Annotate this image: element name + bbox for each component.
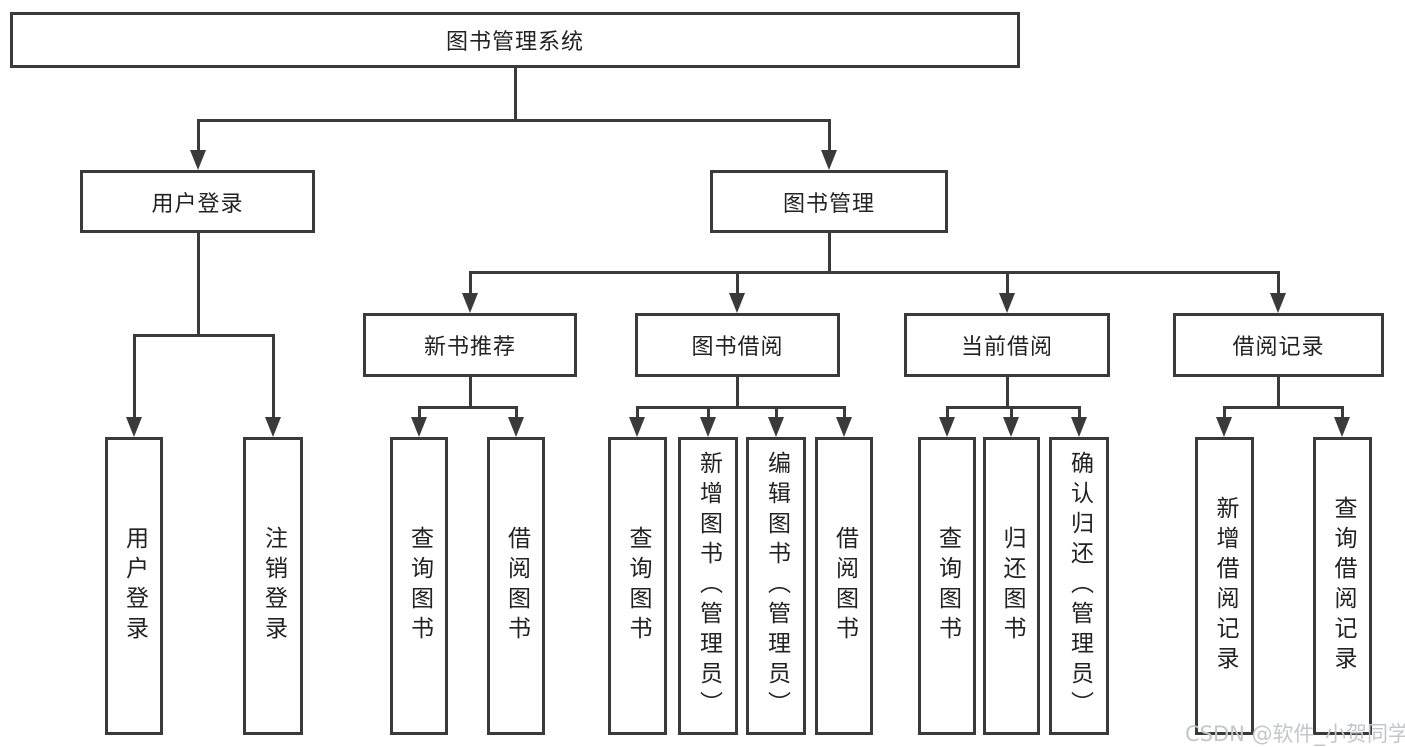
connector-line (636, 406, 639, 421)
leaf-label: 查询图书 (934, 526, 961, 646)
connector-line (1223, 406, 1226, 421)
arrow-down-icon (190, 150, 206, 170)
connector-line (843, 406, 846, 421)
connector-line (197, 233, 200, 335)
leaf-label: 查询图书 (406, 526, 433, 646)
arrow-down-icon (1003, 417, 1019, 437)
leaf-br-add-record: 新增借阅记录 (1195, 437, 1254, 735)
leaf-br-query-record: 查询借阅记录 (1313, 437, 1372, 735)
leaf-bb-borrow-books: 借阅图书 (815, 437, 873, 735)
node-book-borrow: 图书借阅 (635, 313, 840, 377)
arrow-down-icon (1216, 417, 1232, 437)
connector-line (418, 406, 518, 409)
connector-line (828, 119, 831, 152)
arrow-down-icon (768, 417, 784, 437)
leaf-logout: 注销登录 (243, 437, 303, 735)
connector-line (1277, 271, 1280, 295)
leaf-label: 注销登录 (260, 526, 287, 646)
arrow-down-icon (462, 293, 478, 313)
connector-line (1006, 271, 1009, 295)
connector-line (1078, 406, 1081, 421)
connector-line (1010, 406, 1013, 421)
connector-line (515, 406, 518, 421)
connector-line (514, 68, 517, 120)
connector-line (736, 377, 739, 408)
arrow-down-icon (411, 417, 427, 437)
leaf-label: 用户登录 (121, 526, 148, 646)
connector-line (1006, 377, 1009, 408)
arrow-down-icon (1334, 417, 1350, 437)
leaf-cb-confirm-return-admin: 确认归还（管理员） (1049, 437, 1109, 735)
leaf-user-login: 用户登录 (105, 437, 163, 735)
arrow-down-icon (821, 150, 837, 170)
node-library-management-system: 图书管理系统 (10, 12, 1020, 68)
arrow-down-icon (1071, 417, 1087, 437)
leaf-label: 新增图书（管理员） (695, 451, 722, 721)
connector-line (133, 334, 136, 419)
arrow-down-icon (836, 417, 852, 437)
leaf-label: 借阅图书 (831, 526, 858, 646)
arrow-down-icon (1270, 293, 1286, 313)
connector-line (636, 406, 846, 409)
leaf-bb-query-books: 查询图书 (608, 437, 667, 735)
leaf-label: 编辑图书（管理员） (763, 451, 790, 721)
arrow-down-icon (700, 417, 716, 437)
connector-line (707, 406, 710, 421)
arrow-down-icon (939, 417, 955, 437)
leaf-nbr-query-books: 查询图书 (390, 437, 448, 735)
arrow-down-icon (508, 417, 524, 437)
arrow-down-icon (629, 417, 645, 437)
connector-line (1277, 377, 1280, 408)
connector-line (133, 334, 275, 337)
connector-line (197, 119, 200, 152)
leaf-label: 新增借阅记录 (1212, 496, 1238, 676)
node-user-login: 用户登录 (80, 170, 315, 233)
arrow-down-icon (265, 417, 281, 437)
node-current-borrow: 当前借阅 (904, 313, 1110, 377)
leaf-label: 确认归还（管理员） (1066, 451, 1093, 721)
connector-line (946, 406, 949, 421)
arrow-down-icon (729, 293, 745, 313)
leaf-cb-query-books: 查询图书 (918, 437, 976, 735)
connector-line (418, 406, 421, 421)
leaf-label: 查询图书 (625, 526, 651, 646)
connector-line (946, 406, 1081, 409)
leaf-cb-return-books: 归还图书 (983, 437, 1040, 735)
connector-line (469, 271, 1280, 274)
leaf-bb-add-books-admin: 新增图书（管理员） (678, 437, 738, 735)
leaf-bb-edit-books-admin: 编辑图书（管理员） (746, 437, 806, 735)
leaf-label: 借阅图书 (503, 526, 530, 646)
node-new-book-recommend: 新书推荐 (363, 313, 577, 377)
connector-line (1341, 406, 1344, 421)
node-borrow-records: 借阅记录 (1173, 313, 1384, 377)
node-book-management: 图书管理 (710, 170, 948, 233)
leaf-label: 归还图书 (999, 526, 1025, 646)
connector-line (828, 233, 831, 272)
connector-line (736, 271, 739, 295)
csdn-watermark: CSDN @软件_小贺同学 (1185, 722, 1405, 746)
connector-line (197, 119, 831, 122)
arrow-down-icon (126, 417, 142, 437)
connector-line (272, 334, 275, 419)
connector-line (1223, 406, 1344, 409)
arrow-down-icon (999, 293, 1015, 313)
connector-line (469, 271, 472, 295)
connector-line (775, 406, 778, 421)
connector-line (469, 377, 472, 408)
leaf-nbr-borrow-books: 借阅图书 (487, 437, 545, 735)
leaf-label: 查询借阅记录 (1330, 496, 1356, 676)
